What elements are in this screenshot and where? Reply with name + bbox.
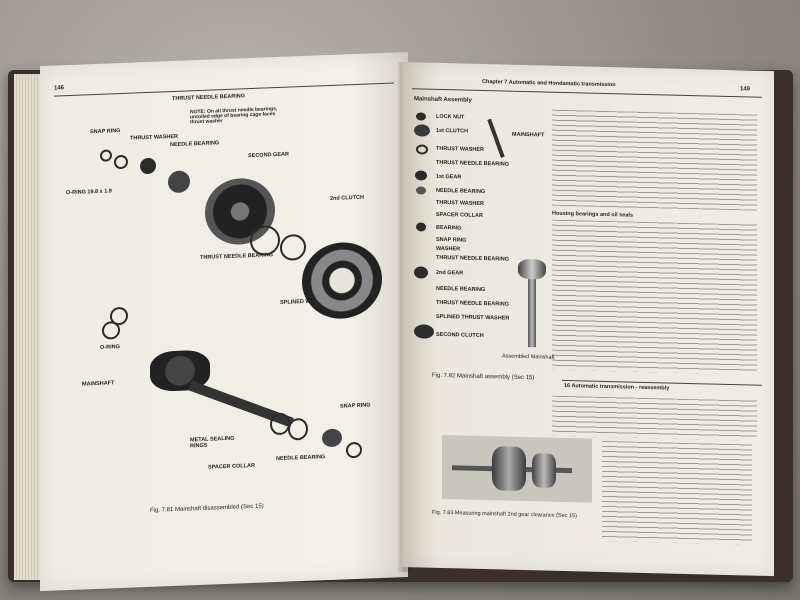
label-washer: WASHER bbox=[436, 245, 461, 253]
label-2nd-gear: 2nd GEAR bbox=[436, 269, 464, 277]
splined-washer-part bbox=[280, 233, 306, 261]
label-spacer-collar-right: SPACER COLLAR bbox=[436, 211, 483, 219]
callout-note: NOTE: On all thrust needle bearings, unr… bbox=[190, 106, 278, 126]
housing-bearings-heading: Housing bearings and oil seals bbox=[552, 210, 633, 219]
1st-gear-part bbox=[415, 170, 427, 181]
left-page: 146 THRUST NEEDLE BEARING NOTE: On all t… bbox=[40, 52, 408, 592]
mainshaft-measuring-photo bbox=[442, 434, 592, 503]
label-snap-ring: SNAP RING bbox=[90, 128, 121, 136]
text-block-3 bbox=[552, 395, 757, 441]
mainshaft-part-right bbox=[487, 118, 505, 158]
thrust-washer-part-right bbox=[416, 144, 428, 155]
label-o-ring: O-RING bbox=[100, 344, 120, 351]
label-1st-gear: 1st GEAR bbox=[436, 173, 462, 181]
label-2nd-clutch: 2nd CLUTCH bbox=[330, 194, 364, 202]
right-page-header: Chapter 7 Automatic and Hondamatic trans… bbox=[482, 78, 616, 89]
label-metal-sealing-rings: METAL SEALING RINGS bbox=[190, 435, 235, 449]
lock-nut-part bbox=[416, 112, 426, 121]
mainshaft-assembly-heading: Mainshaft Assembly bbox=[414, 96, 472, 104]
clutch-drum-part bbox=[302, 240, 382, 321]
text-block-2 bbox=[552, 219, 757, 375]
label-needle-bearing-right-2: NEEDLE BEARING bbox=[436, 285, 486, 294]
label-mainshaft-right: MAINSHAFT bbox=[512, 131, 545, 139]
label-thrust-washer-right: THRUST WASHER bbox=[436, 145, 484, 154]
fig-83-caption: Fig. 7.83 Measuring mainshaft 2nd gear c… bbox=[432, 509, 577, 520]
sealing-ring-part-2 bbox=[288, 417, 308, 441]
label-needle-bearing-lower: NEEDLE BEARING bbox=[276, 454, 326, 463]
label-bearing: BEARING bbox=[436, 224, 462, 232]
bearing-part bbox=[140, 157, 156, 175]
1st-clutch-part bbox=[414, 124, 430, 137]
right-page: Chapter 7 Automatic and Hondamatic trans… bbox=[402, 62, 774, 577]
label-needle-bearing: NEEDLE BEARING bbox=[170, 140, 220, 149]
label-second-gear: SECOND GEAR bbox=[248, 151, 289, 160]
right-header-rule bbox=[412, 88, 762, 98]
label-snap-ring-right: SNAP RING bbox=[436, 236, 467, 244]
reassembly-heading: 16 Automatic transmission - reassembly bbox=[564, 382, 670, 392]
2nd-gear-part bbox=[414, 266, 428, 279]
label-thrust-needle-bearing-top: THRUST NEEDLE BEARING bbox=[172, 93, 246, 103]
o-ring-part-2 bbox=[102, 321, 120, 340]
needle-bearing-lower-part bbox=[322, 428, 342, 448]
label-assembled-mainshaft: Assembled Mainshaft bbox=[502, 353, 555, 361]
needle-bearing-part bbox=[168, 170, 190, 194]
snap-ring-part bbox=[100, 149, 112, 162]
left-page-number: 146 bbox=[54, 85, 65, 92]
text-block-1 bbox=[552, 109, 757, 211]
label-lock-nut: LOCK NUT bbox=[436, 113, 465, 121]
label-snap-ring-lower: SNAP RING bbox=[340, 402, 371, 410]
photo-gear-stack bbox=[492, 446, 526, 492]
fig-82-caption: Fig. 7.82 Mainshaft assembly (Sec 15) bbox=[432, 372, 535, 382]
snap-ring-lower-part bbox=[346, 441, 362, 459]
label-thrust-needle-bearing-right-2: THRUST NEEDLE BEARING bbox=[436, 254, 510, 263]
fig-81-caption: Fig. 7.81 Mainshaft disassembled (Sec 15… bbox=[150, 503, 264, 514]
assembled-clutch-photo bbox=[518, 258, 546, 280]
right-page-number: 149 bbox=[740, 86, 751, 93]
label-splined-thrust-washer: SPLINED THRUST WASHER bbox=[436, 313, 510, 322]
label-thrust-needle-bearing-right-3: THRUST NEEDLE BEARING bbox=[436, 299, 510, 308]
label-o-ring-size: O-RING 19.8 x 1.9 bbox=[66, 188, 112, 197]
label-mainshaft: MAINSHAFT bbox=[82, 380, 115, 388]
photo-clutch bbox=[532, 453, 556, 488]
second-clutch-part bbox=[414, 324, 434, 339]
label-thrust-needle-bearing-right: THRUST NEEDLE BEARING bbox=[436, 159, 510, 168]
needle-bearing-part-right bbox=[416, 186, 426, 195]
washer-part bbox=[114, 154, 128, 170]
label-thrust-washer-right-2: THRUST WASHER bbox=[436, 199, 484, 208]
label-needle-bearing-right: NEEDLE BEARING bbox=[436, 187, 486, 196]
sealing-ring-part-1 bbox=[270, 412, 290, 436]
label-spacer-collar: SPACER COLLAR bbox=[208, 462, 255, 471]
text-block-4 bbox=[602, 440, 752, 545]
thrust-bearing-part bbox=[250, 224, 280, 257]
label-second-clutch: SECOND CLUTCH bbox=[436, 331, 484, 339]
label-1st-clutch: 1st CLUTCH bbox=[436, 127, 469, 135]
bearing-part-right bbox=[416, 222, 426, 232]
